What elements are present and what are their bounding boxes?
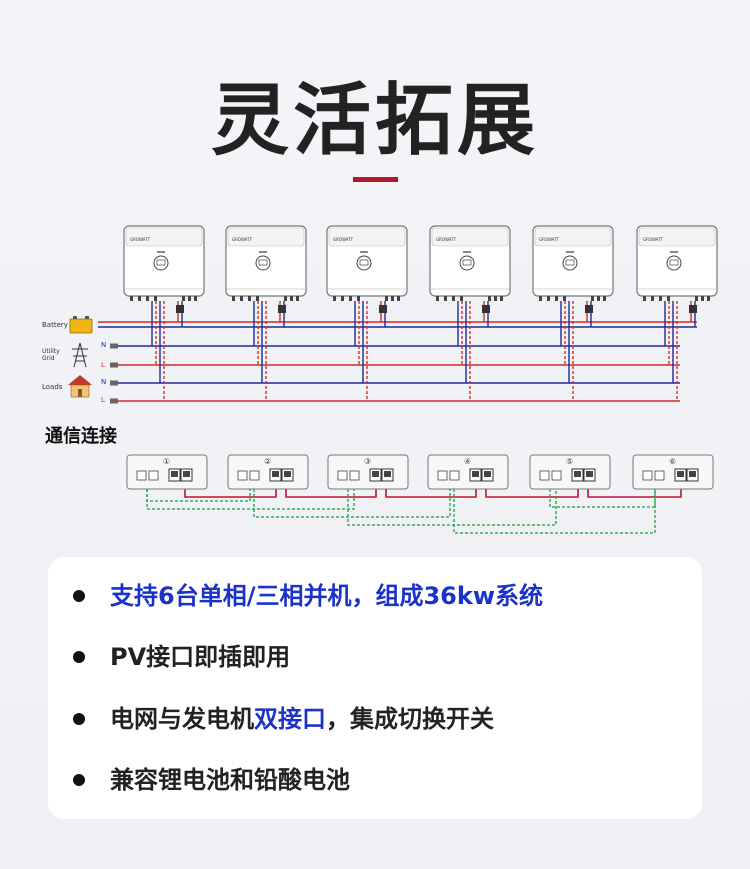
page-title: 灵活拓展 xyxy=(210,76,539,166)
feature-item: 兼容锂电池和铅酸电池 xyxy=(110,766,350,794)
inverter-brand: GROWATT xyxy=(436,237,457,242)
connector-plug xyxy=(110,343,118,349)
grid-n-label: N xyxy=(101,341,106,349)
connector-plug xyxy=(110,380,118,386)
connector-plug xyxy=(110,362,118,368)
bullet-dot xyxy=(73,651,85,663)
comm-green-link xyxy=(347,489,557,526)
inverter-brand: GROWATT xyxy=(333,237,354,242)
unit-number: ④ xyxy=(464,457,471,466)
grid-l-label: L xyxy=(101,361,105,369)
feature-card xyxy=(48,557,702,819)
inverter-unit: GROWATT xyxy=(636,225,718,301)
loads-l-label: L xyxy=(101,396,105,404)
power-tower-icon xyxy=(72,342,88,368)
utility-label: Utility xyxy=(42,348,60,355)
unit-number: ② xyxy=(264,457,271,466)
communication-diagram: ① ② ③ ④ ⑤ ⑥ xyxy=(126,454,714,534)
comm-red-link xyxy=(285,489,377,498)
house-icon xyxy=(68,375,92,398)
comm-red-link xyxy=(485,489,579,498)
inverter-brand: GROWATT xyxy=(232,237,253,242)
comm-green-link xyxy=(453,489,656,534)
inverter-brand: GROWATT xyxy=(539,237,560,242)
parallel-wiring-diagram: GROWATT GROWATT GROWATT GROWATT GROWATT GROWA… xyxy=(42,225,718,404)
comm-red-link xyxy=(385,489,477,498)
inverter-brand: GROWATT xyxy=(643,237,664,242)
feature-item: PV接口即插即用 xyxy=(110,643,291,671)
comm-unit: ⑤ xyxy=(529,454,611,490)
comm-green-link xyxy=(146,489,355,510)
unit-number: ⑥ xyxy=(669,457,676,466)
inverter-unit: GROWATT xyxy=(123,225,205,301)
breaker xyxy=(585,305,593,313)
unit-number: ⑤ xyxy=(566,457,573,466)
unit-number: ③ xyxy=(364,457,371,466)
inverter-brand: GROWATT xyxy=(130,237,151,242)
comm-red-link xyxy=(184,489,277,498)
feature-item: 电网与发电机双接口，集成切换开关 xyxy=(110,705,494,733)
comm-unit: ① xyxy=(126,454,208,490)
inverter-unit: GROWATT xyxy=(429,225,511,301)
comm-green-link xyxy=(549,489,656,508)
battery-label: Battery xyxy=(42,321,68,329)
breaker xyxy=(689,305,697,313)
grid-label: Grid xyxy=(42,355,55,362)
loads-label: Loads xyxy=(42,383,63,391)
breaker xyxy=(379,305,387,313)
communication-title: 通信连接 xyxy=(45,426,117,447)
connector-plug xyxy=(110,398,118,404)
comm-unit: ④ xyxy=(427,454,509,490)
unit-number: ① xyxy=(163,457,170,466)
feature-item: 支持6台单相/三相并机，组成36kw系统 xyxy=(110,582,543,610)
title-underline xyxy=(353,177,398,182)
comm-unit: ⑥ xyxy=(632,454,714,490)
bullet-dot xyxy=(73,713,85,725)
breaker xyxy=(176,305,184,313)
inverter-unit: GROWATT xyxy=(326,225,408,301)
breaker xyxy=(482,305,490,313)
comm-unit: ③ xyxy=(327,454,409,490)
loads-n-label: N xyxy=(101,378,106,386)
inverter-unit: GROWATT xyxy=(225,225,307,301)
bullet-dot xyxy=(73,774,85,786)
comm-green-link xyxy=(146,489,251,502)
battery-icon xyxy=(69,316,93,334)
breaker xyxy=(278,305,286,313)
bullet-dot xyxy=(73,590,85,602)
comm-unit: ② xyxy=(227,454,309,490)
comm-green-link xyxy=(253,489,451,518)
inverter-unit: GROWATT xyxy=(532,225,614,301)
comm-red-link xyxy=(587,489,682,498)
